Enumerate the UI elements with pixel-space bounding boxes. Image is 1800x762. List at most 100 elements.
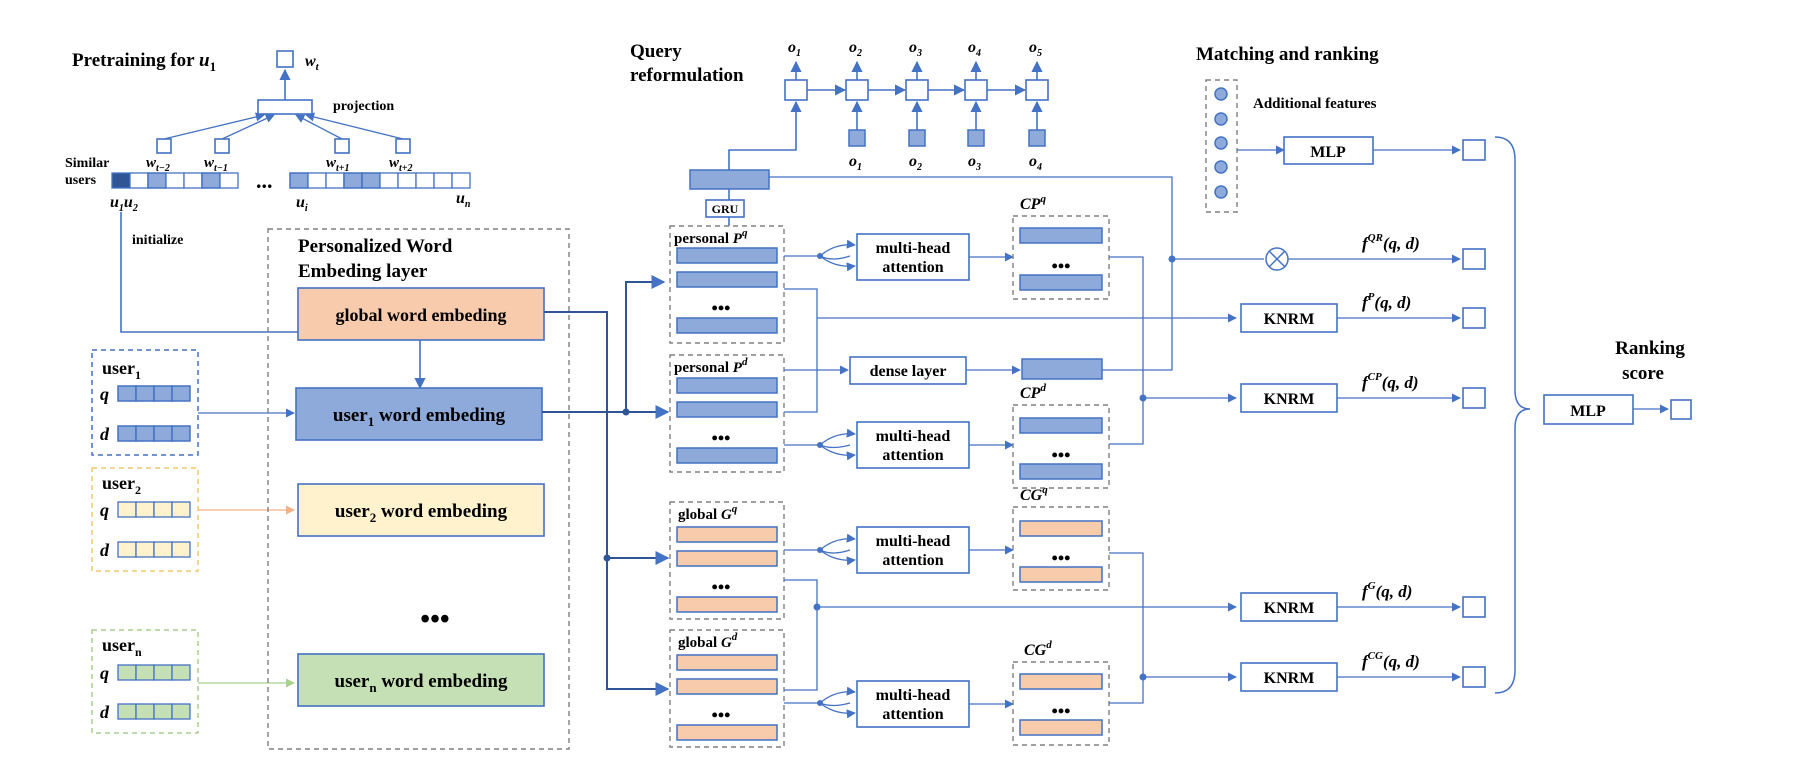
final-mlp: MLP xyxy=(1543,394,1634,425)
gq-label: global Gq xyxy=(678,503,738,523)
usern-word-embedding-label: usern word embeding xyxy=(335,671,508,695)
svg-text:•••: ••• xyxy=(1052,256,1071,276)
multi-head-attention-3: multi-head attention xyxy=(856,526,970,574)
context-word-box xyxy=(156,138,172,154)
additional-features-label: Additional features xyxy=(1253,96,1377,112)
dense-layer: dense layer xyxy=(849,356,967,385)
gru-cell xyxy=(845,79,869,101)
fork-gq xyxy=(784,533,856,566)
score-boxes xyxy=(1462,139,1486,688)
svg-text:multi-head: multi-head xyxy=(876,687,951,704)
personal-pd-group: personal Pd ••• xyxy=(669,354,785,473)
user2-label: user2 xyxy=(102,473,141,497)
ui-label: ui xyxy=(296,194,308,214)
sequence-dots: ... xyxy=(256,168,273,193)
pretraining-section: Pretraining for u1 wt projection wt−2 wt… xyxy=(65,50,471,390)
knrm-p: KNRM xyxy=(1240,303,1338,333)
matching-title: Matching and ranking xyxy=(1196,44,1379,65)
cg-d-label: CGd xyxy=(1024,639,1052,659)
svg-text:MLP: MLP xyxy=(1570,403,1606,420)
cp-q-group: CPq ••• xyxy=(1012,193,1110,300)
usern-d-label: d xyxy=(100,702,110,722)
gru-input-box xyxy=(848,129,866,147)
gru-input-box xyxy=(908,129,926,147)
w-label-t-2: wt−2 xyxy=(146,155,170,174)
gru-cell xyxy=(784,79,808,101)
users-label: users xyxy=(65,173,97,188)
user-sequence-row: ... xyxy=(111,168,471,193)
user2-q-cells xyxy=(117,501,191,518)
embedding-layer: Personalized Word Embeding layer global … xyxy=(267,228,570,750)
user1-d-cells xyxy=(117,425,191,442)
output-label: o2 xyxy=(849,39,862,59)
f-cg-label: fCG(q, d) xyxy=(1362,650,1420,671)
svg-text:•••: ••• xyxy=(1052,445,1071,465)
output-label: o3 xyxy=(909,39,922,59)
svg-text:attention: attention xyxy=(882,259,943,276)
ranking-title-2: score xyxy=(1622,363,1664,384)
ranking-score-box xyxy=(1670,399,1692,420)
fork-gd xyxy=(784,686,856,719)
gru-label: GRU xyxy=(712,202,739,216)
initialize-label: initialize xyxy=(132,233,183,248)
user1-d-label: d xyxy=(100,424,110,444)
qr-title-2: reformulation xyxy=(630,65,744,86)
embedding-title-2: Embeding layer xyxy=(298,261,428,282)
cg-d-group: CGd ••• xyxy=(1012,639,1110,746)
svg-text:KNRM: KNRM xyxy=(1264,670,1315,687)
gru-box xyxy=(705,199,745,218)
fork-pq xyxy=(784,239,856,272)
svg-text:•••: ••• xyxy=(1052,701,1071,721)
svg-text:attention: attention xyxy=(882,706,943,723)
cp-q-label: CPq xyxy=(1020,193,1046,213)
user1-word-embedding xyxy=(295,387,543,441)
svg-text:•••: ••• xyxy=(712,705,731,725)
brace xyxy=(1494,136,1531,694)
user2-block: user2 q d xyxy=(91,467,199,572)
usern-q-label: q xyxy=(100,663,109,683)
global-gq-group: global Gq ••• xyxy=(669,501,785,620)
context-word-box xyxy=(395,138,411,154)
user2-word-embedding xyxy=(297,483,545,537)
svg-text:multi-head: multi-head xyxy=(876,533,951,550)
gru-state-bar xyxy=(689,169,770,190)
user1-q-label: q xyxy=(100,384,109,404)
knrm-cg: KNRM xyxy=(1240,662,1338,692)
qr-to-matching-line xyxy=(769,176,1173,259)
pd-label: personal Pd xyxy=(674,356,748,376)
projection-box xyxy=(257,99,313,115)
context-word-box xyxy=(334,138,350,154)
embedding-dots: ••• xyxy=(420,604,449,635)
global-connector xyxy=(544,311,668,690)
output-label: o4 xyxy=(968,39,981,59)
usern-label: usern xyxy=(102,635,142,659)
cg-q-group: CGq ••• xyxy=(1012,484,1110,591)
knrm-g: KNRM xyxy=(1240,592,1338,622)
svg-text:attention: attention xyxy=(882,552,943,569)
u1u2-label: u1u2 xyxy=(110,194,138,214)
personal-q-connector xyxy=(625,275,666,412)
mlp-label: MLP xyxy=(1310,144,1346,161)
user2-d-label: d xyxy=(100,540,110,560)
global-word-embedding xyxy=(297,287,545,341)
user1-q-cells xyxy=(117,385,191,402)
svg-text:KNRM: KNRM xyxy=(1264,600,1315,617)
multi-head-attention-4: multi-head attention xyxy=(856,680,970,728)
un-label: un xyxy=(456,190,471,210)
svg-text:•••: ••• xyxy=(712,577,731,597)
w-label-t+2: wt+2 xyxy=(389,155,413,174)
svg-text:•••: ••• xyxy=(712,298,731,318)
gru-input-box xyxy=(967,129,985,147)
input-label: o4 xyxy=(1029,153,1042,173)
cp-d-label: CPd xyxy=(1020,382,1046,402)
output-label: o1 xyxy=(788,39,801,59)
fork-pd xyxy=(784,428,856,461)
knrm-cp: KNRM xyxy=(1240,383,1338,413)
gru-cell xyxy=(1025,79,1049,101)
usern-d-cells xyxy=(117,703,191,720)
qr-title-1: Query xyxy=(630,41,682,62)
svg-text:•••: ••• xyxy=(712,428,731,448)
